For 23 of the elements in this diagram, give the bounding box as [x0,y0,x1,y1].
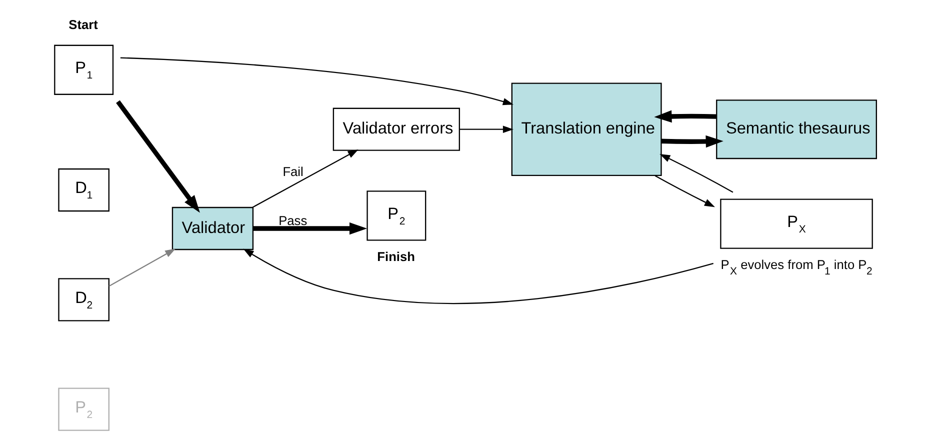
node-label: Start [68,16,98,32]
node-box: P$_{2}$ [58,388,110,431]
arrow [108,248,176,287]
edge-label: Fail [282,164,304,179]
arrow [116,100,200,213]
node-box: D$_{2}$ [58,278,110,322]
node-box: D$_{1}$ [58,168,110,212]
arrow [253,222,368,235]
arrow [654,110,716,123]
arrow [120,57,514,106]
arrow [460,126,514,134]
node-box: Translation engine [511,82,662,176]
node-box: Semantic thesaurus [716,100,877,160]
arrow [661,135,724,148]
arrow [660,154,734,193]
arrow [252,150,358,208]
node-label: P$_{X}$ evolves from P$_{1}$ into P$_{2}$ [720,257,872,278]
arrow [654,175,715,208]
edge-label: Pass [278,212,308,228]
node-box: Validator [172,206,254,250]
node-label: Finish [377,248,415,264]
arrow [243,248,714,304]
node-box: Validator errors [332,108,460,151]
